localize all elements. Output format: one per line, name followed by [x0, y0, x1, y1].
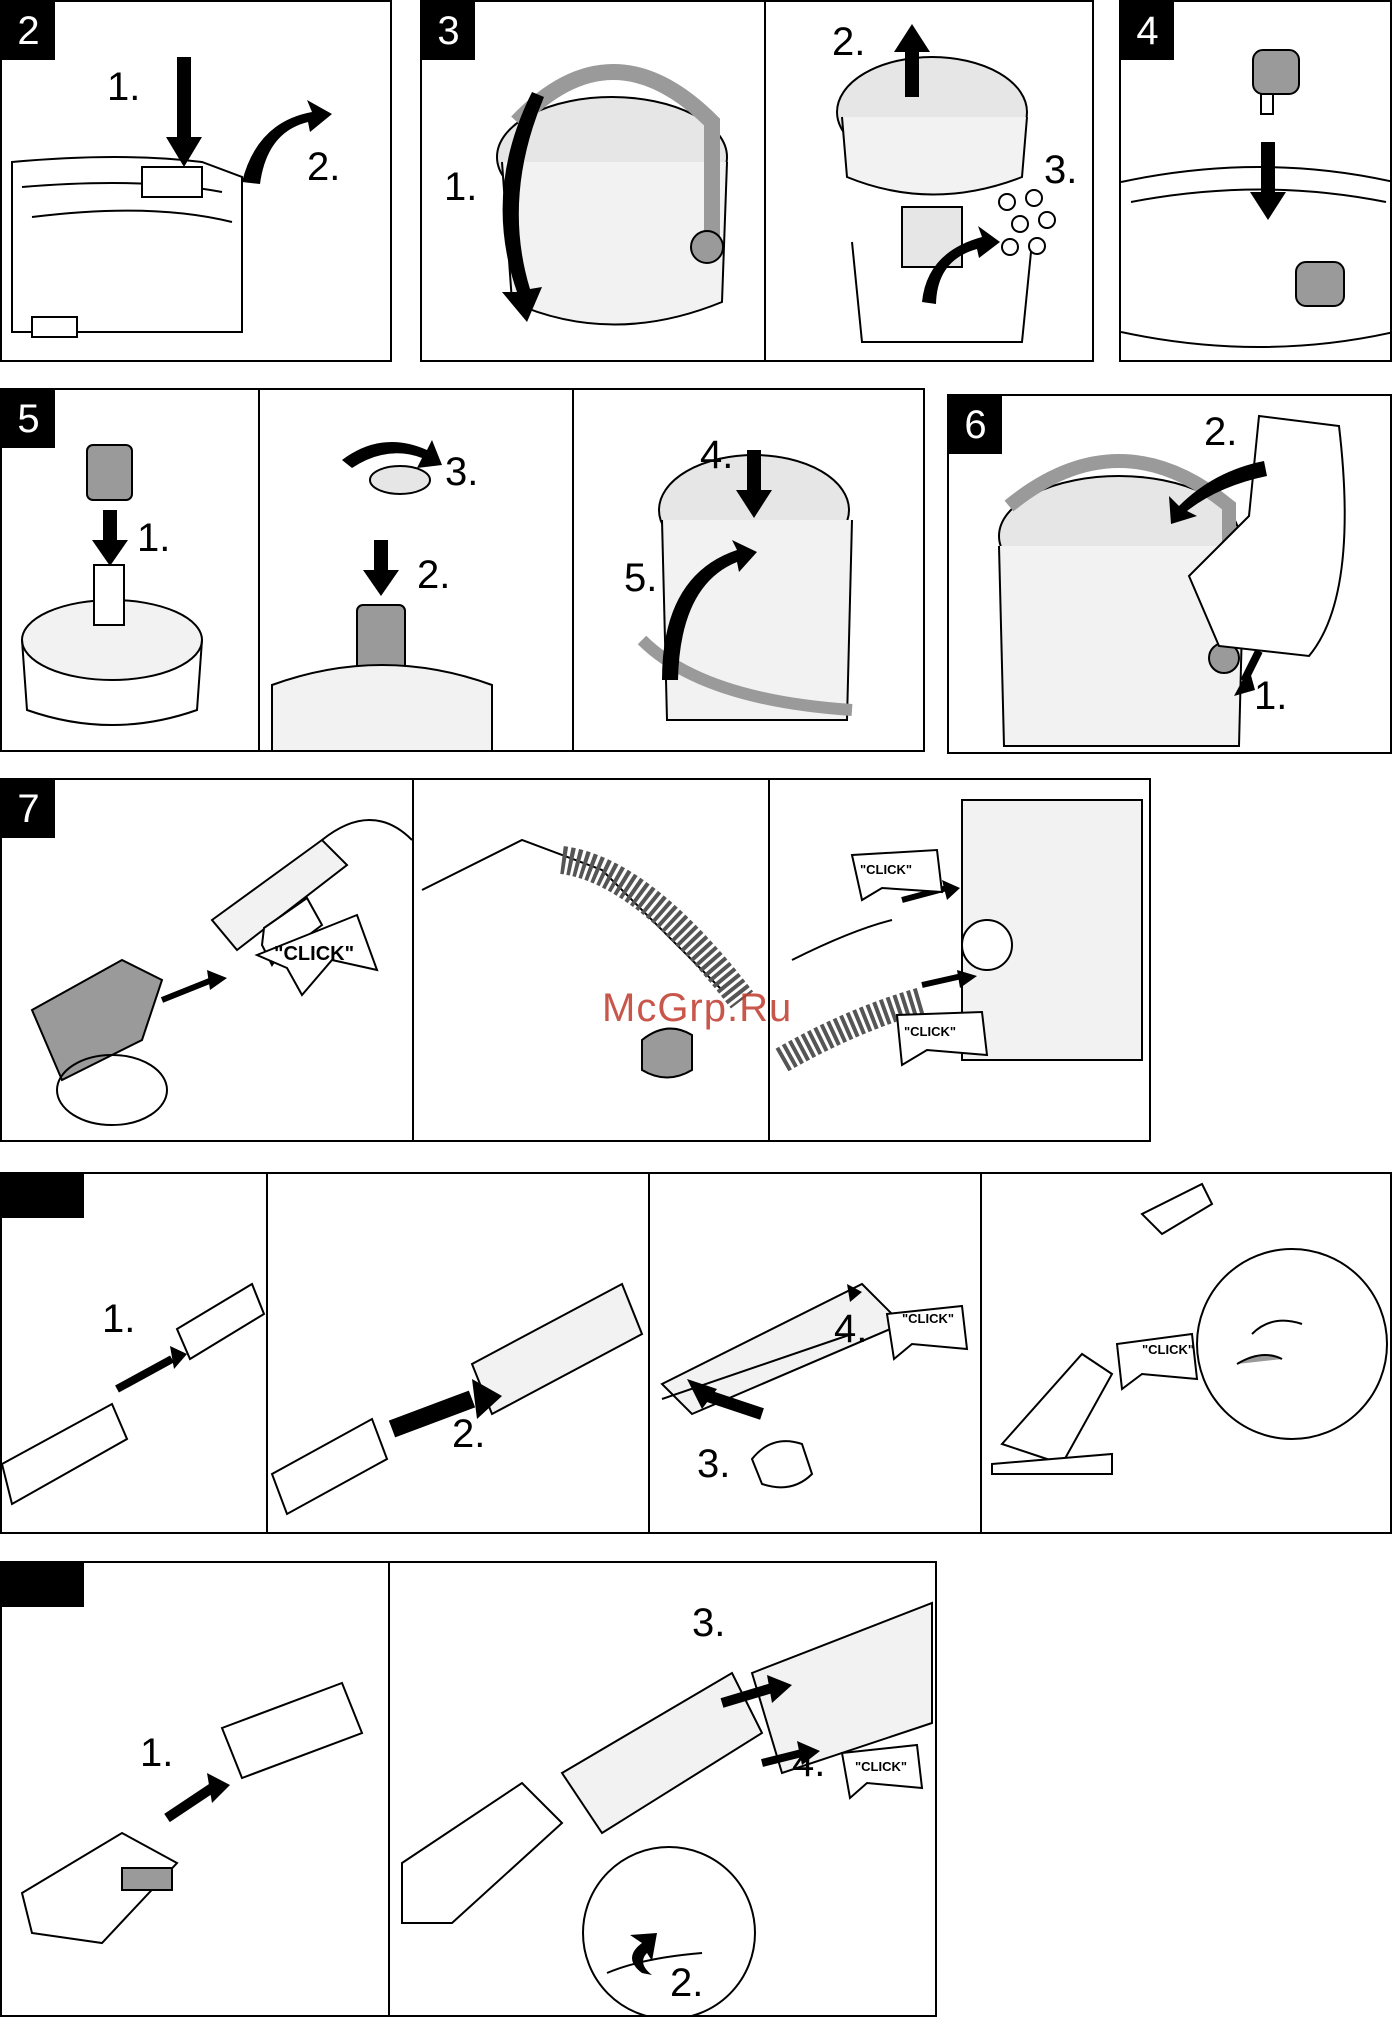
step-label-2: 2.	[307, 147, 340, 187]
panel-4: 4	[1119, 0, 1392, 362]
panel-9: 1. 2. 3. 4. "CLICK"	[0, 1561, 937, 2017]
step-label-2: 2.	[452, 1414, 485, 1454]
step-label-5: 5.	[624, 558, 657, 598]
panel-5: 5 1. 2. 3. 4. 5.	[0, 388, 925, 752]
step-label-2: 2.	[1204, 412, 1237, 452]
step-label-4: 4.	[700, 435, 733, 475]
step-label-2: 2.	[417, 555, 450, 595]
panel-3: 3 1. 2. 3.	[420, 0, 1094, 362]
filter-and-lid-install-illustration	[2, 390, 925, 752]
step-label-2: 2.	[670, 1963, 703, 2003]
panel-6: 6 1. 2.	[947, 394, 1392, 754]
click-label: "CLICK"	[274, 943, 354, 966]
hose-and-handle-connect-illustration	[2, 780, 1151, 1142]
step-label-1: 1.	[137, 518, 170, 558]
vacuum-side-bracket-illustration	[949, 396, 1392, 754]
click-label: "CLICK"	[904, 1024, 956, 1039]
step-label-1: 1.	[1254, 676, 1287, 716]
panel-7: 7 "CLICK" "CLICK" "CLICK"	[0, 778, 1151, 1142]
caster-wheel-install-illustration	[1121, 2, 1392, 362]
step-label-3: 3.	[697, 1444, 730, 1484]
click-label: "CLICK"	[860, 862, 912, 877]
step-label-4: 4.	[792, 1743, 825, 1783]
watermark-text: McGrp.Ru	[602, 986, 792, 1031]
click-label: "CLICK"	[1142, 1342, 1194, 1357]
step-label-1: 1.	[107, 67, 140, 107]
step-label-1: 1.	[102, 1299, 135, 1339]
panel-8: 1. 2. 3. 4. "CLICK" "CLICK"	[0, 1172, 1392, 1534]
click-label: "CLICK"	[902, 1311, 954, 1326]
step-label-1: 1.	[140, 1733, 173, 1773]
step-label-4: 4.	[834, 1309, 867, 1349]
upholstery-nozzle-connect-illustration	[2, 1563, 937, 2017]
step-label-2: 2.	[832, 22, 865, 62]
panel-2: 2 1. 2.	[0, 0, 392, 362]
step-label-3: 3.	[445, 452, 478, 492]
step-label-3: 3.	[692, 1603, 725, 1643]
vacuum-remove-lid-illustration	[422, 2, 1094, 362]
step-label-1: 1.	[444, 167, 477, 207]
click-label: "CLICK"	[855, 1759, 907, 1774]
step-label-3: 3.	[1044, 150, 1077, 190]
